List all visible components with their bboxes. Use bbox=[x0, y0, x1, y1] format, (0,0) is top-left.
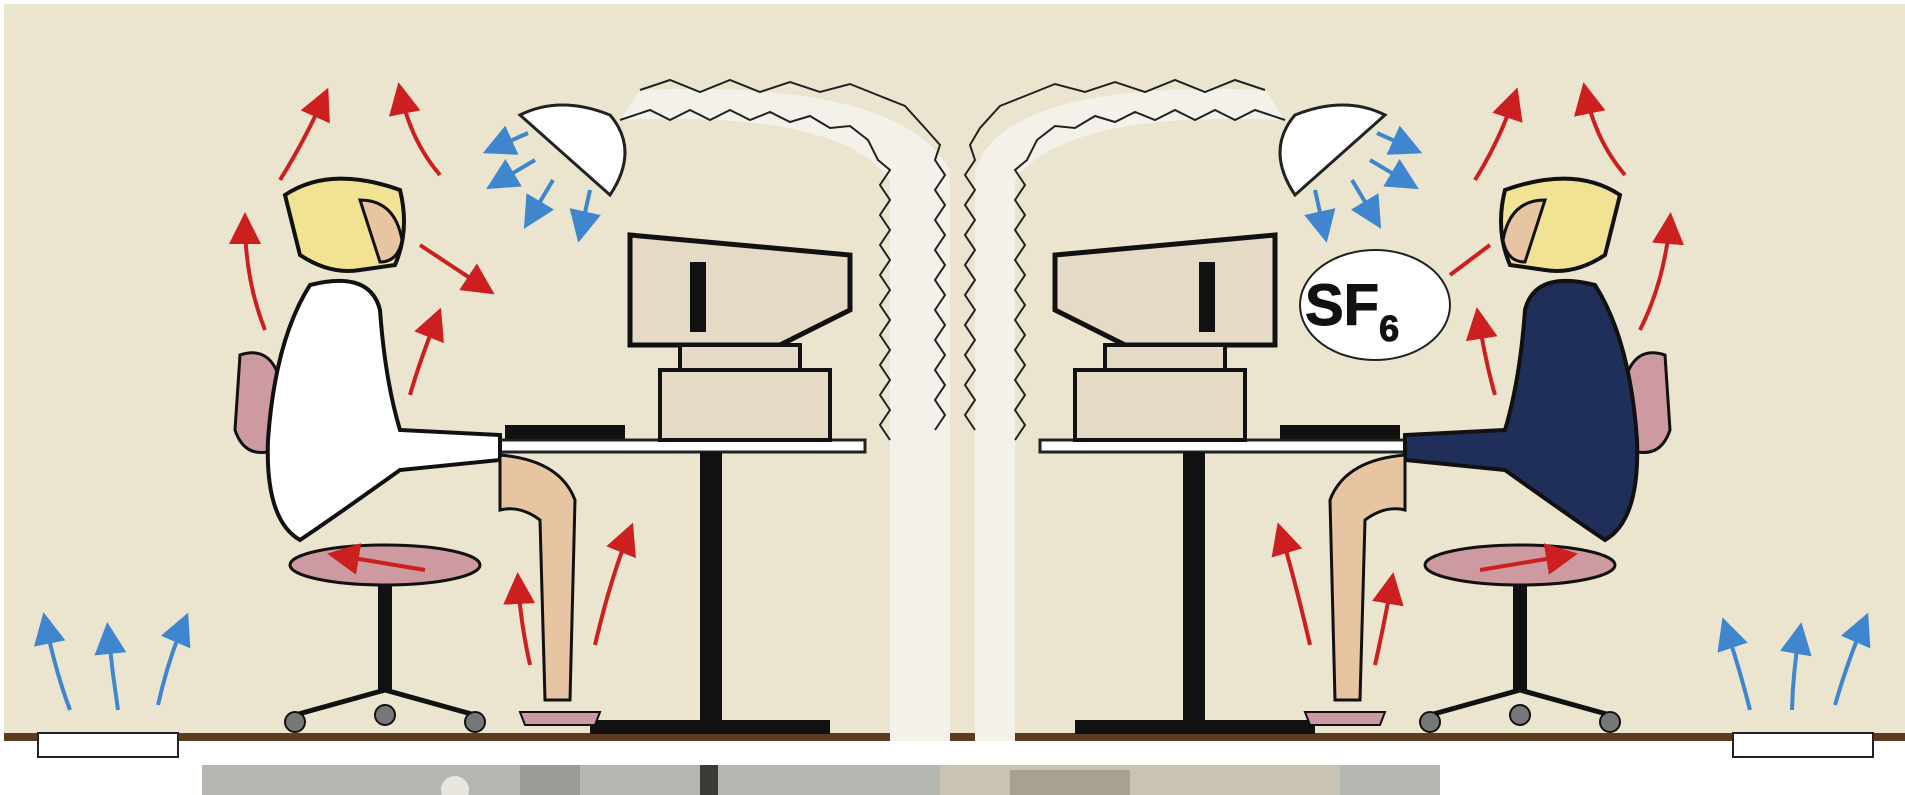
sf6-label-sub: 6 bbox=[1379, 308, 1399, 349]
floor-vent bbox=[38, 733, 178, 757]
floor-vent bbox=[1733, 733, 1873, 757]
photo-strip bbox=[202, 765, 1440, 795]
sf6-label-main: SF bbox=[1305, 273, 1379, 338]
floor-line bbox=[4, 733, 1905, 741]
